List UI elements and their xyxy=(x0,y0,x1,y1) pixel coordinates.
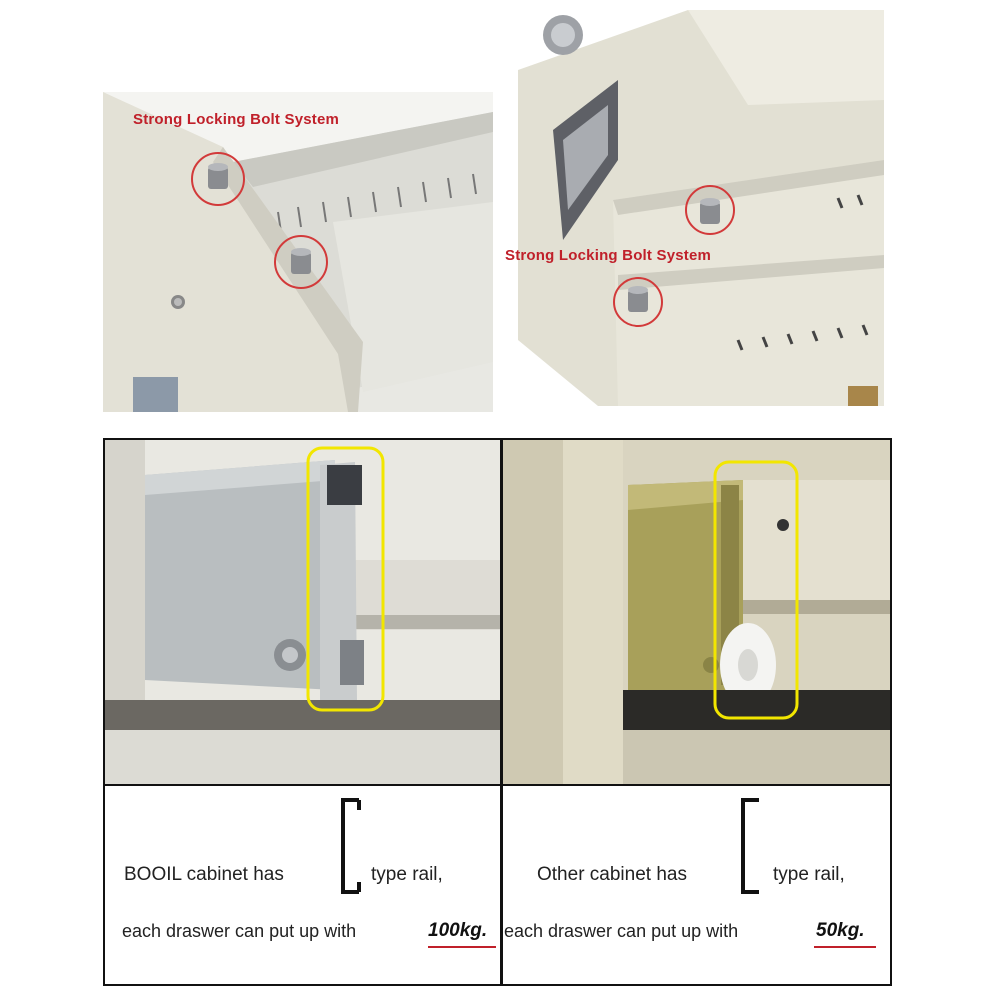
photo-drawer-side xyxy=(518,10,884,406)
locking-bolt-caption-right: Strong Locking Bolt System xyxy=(505,247,712,264)
booil-capacity-value: 100kg. xyxy=(428,920,488,941)
rail-comparison-frame xyxy=(103,438,892,986)
other-line2-prefix: each draswer can put up with xyxy=(504,921,739,941)
other-capacity-underline xyxy=(814,946,876,948)
comparison-divider-vertical xyxy=(500,438,503,986)
booil-line1-suffix: type rail, xyxy=(371,864,443,885)
photo-drawer-open xyxy=(103,92,493,412)
other-line1-suffix: type rail, xyxy=(773,864,845,885)
other-capacity-value: 50kg. xyxy=(816,920,865,941)
booil-capacity-underline xyxy=(428,946,496,948)
c-type-rail-icon xyxy=(341,798,361,894)
photo-booil-rail xyxy=(105,440,500,784)
booil-line2-prefix: each draswer can put up with xyxy=(122,921,357,941)
photo-other-rail xyxy=(503,440,890,784)
comparison-divider-horizontal xyxy=(103,784,892,786)
other-line1-prefix: Other cabinet has xyxy=(537,864,687,885)
locking-bolt-caption-left: Strong Locking Bolt System xyxy=(133,111,340,128)
booil-line1-prefix: BOOIL cabinet has xyxy=(124,864,284,885)
l-type-rail-icon xyxy=(741,798,759,894)
